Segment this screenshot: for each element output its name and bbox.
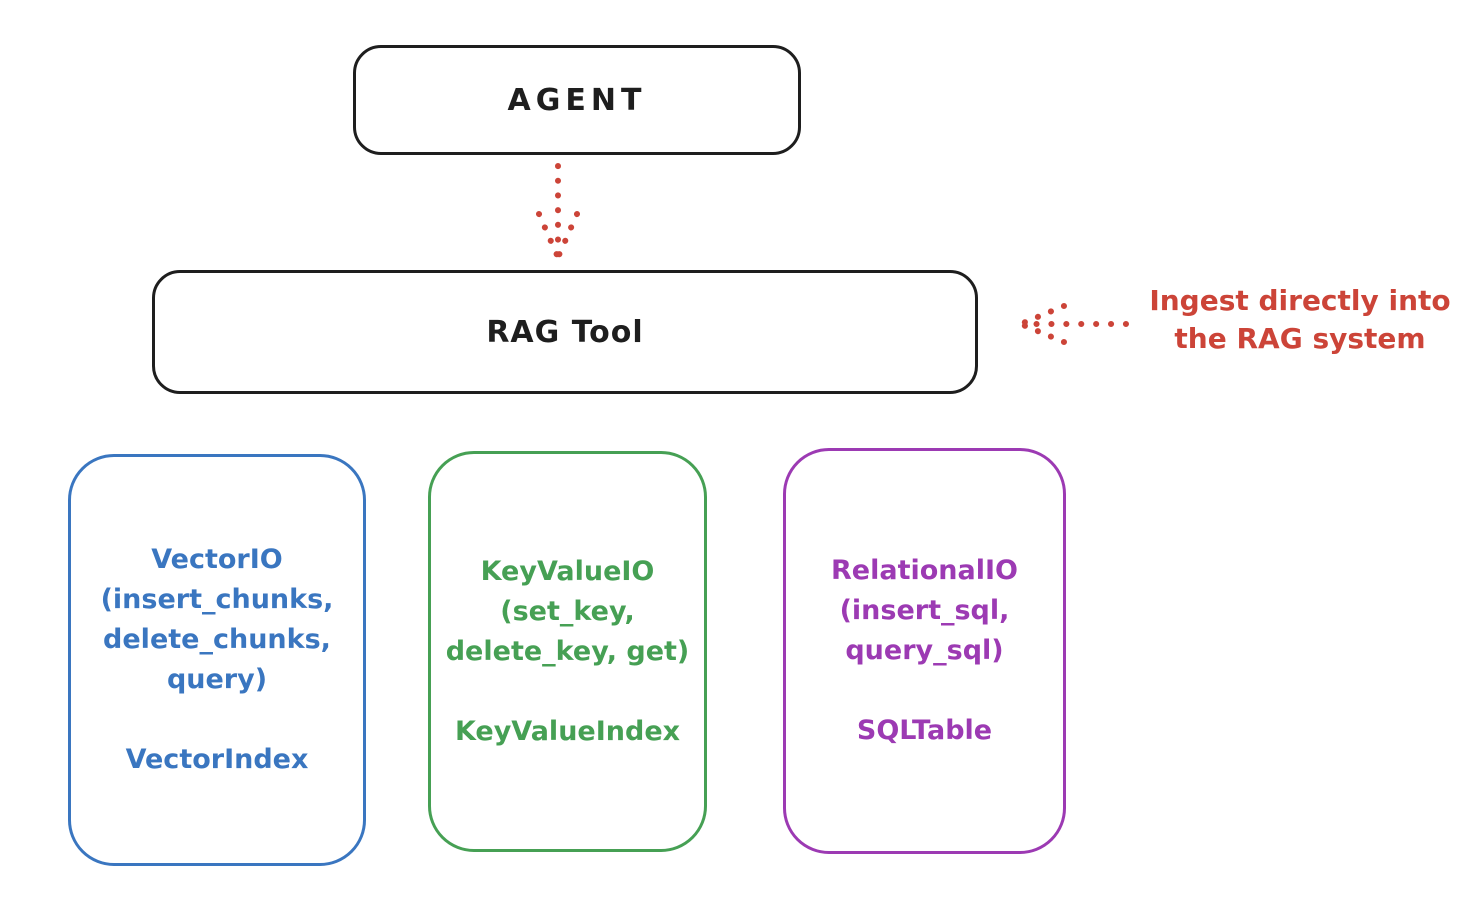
backend-method-line: query) [166, 664, 268, 695]
backend-box-relational-io: RelationalIO (insert_sql, query_sql) SQLTa… [783, 448, 1066, 854]
backend-method-line: query_sql) [845, 635, 1004, 666]
backend-method-line: RelationalIO [831, 555, 1018, 586]
dotted-arrow-down-icon [536, 163, 580, 258]
backend-box-keyvalue-io: KeyValueIO (set_key, delete_key, get) KeyV… [428, 451, 707, 852]
backend-keyvalue-io-index-label: KeyValueIndex [454, 715, 681, 747]
agent-box: AGENT [353, 45, 801, 155]
backend-method-line: (insert_sql, [839, 595, 1010, 626]
backend-method-line: delete_chunks, [103, 624, 331, 655]
ingest-annotation: Ingest directly into the RAG system [1125, 282, 1475, 358]
backend-relational-io-index-label: SQLTable [856, 715, 993, 746]
backend-box-vector-io: VectorIO (insert_chunks, delete_chunks,que… [68, 454, 366, 866]
rag-tool-box: RAG Tool [152, 270, 978, 394]
ingest-annotation-line2: the RAG system [1174, 322, 1426, 355]
dotted-arrow-left-icon [1020, 303, 1129, 345]
backend-relational-io-methods: RelationalIO (insert_sql, query_sql) [831, 551, 1018, 671]
rag-tool-label: RAG Tool [486, 314, 644, 350]
backend-vector-io-index-label: VectorIndex [125, 744, 309, 775]
backend-keyvalue-io-methods: KeyValueIO (set_key, delete_key, get) [446, 552, 690, 672]
backend-method-line: (insert_chunks, [100, 584, 334, 615]
backend-method-line: VectorIO [151, 544, 283, 575]
ingest-annotation-line1: Ingest directly into [1149, 284, 1451, 317]
backend-method-line: delete_key, get) [445, 635, 690, 667]
agent-label: AGENT [507, 82, 647, 118]
backend-vector-io-methods: VectorIO (insert_chunks, delete_chunks,que… [101, 540, 334, 700]
backend-method-line: KeyValueIO [480, 555, 655, 587]
backend-method-line: (set_key, [500, 595, 635, 627]
